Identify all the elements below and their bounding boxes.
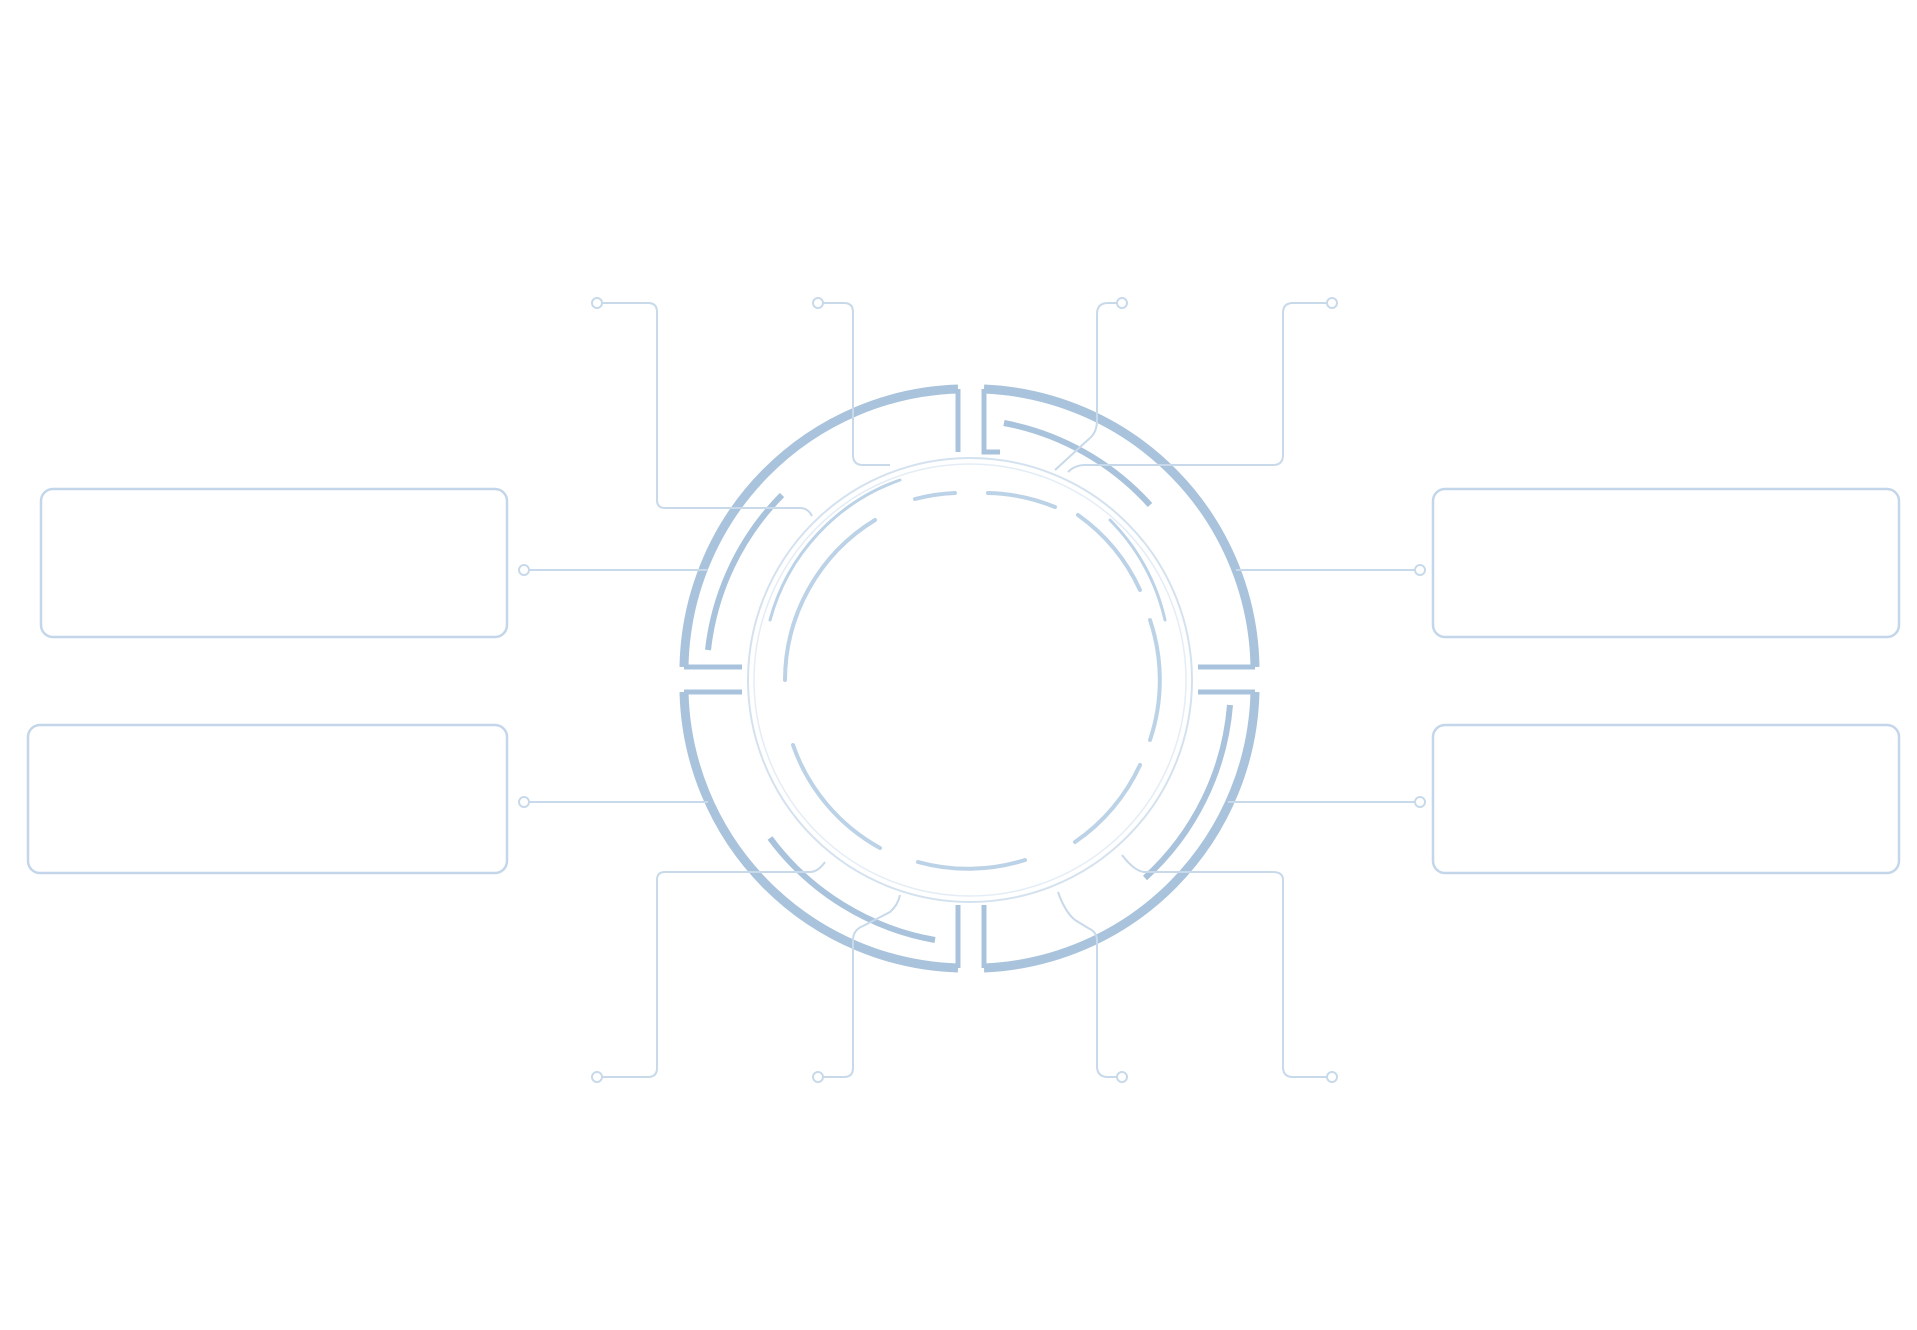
inner-arc-4 xyxy=(1148,618,1162,742)
top-connector-dots xyxy=(591,297,1338,309)
box-right-bottom-label xyxy=(1433,725,1899,873)
dot-right-top xyxy=(1414,564,1426,576)
inner-guide-circle-outer xyxy=(747,457,1193,903)
dot-bottom-3 xyxy=(1116,1071,1128,1083)
inner-arc-2 xyxy=(986,491,1057,509)
side-connectors xyxy=(524,569,1420,803)
connector-top-4 xyxy=(1067,302,1330,473)
connector-bottom-3 xyxy=(1057,891,1120,1078)
outer-ring-arc-top-left xyxy=(679,384,959,668)
dot-left-bottom xyxy=(518,796,530,808)
middle-arc-right xyxy=(1142,704,1233,881)
box-left-top-label xyxy=(41,489,507,637)
center-label xyxy=(790,520,1150,840)
seam-brackets xyxy=(684,389,1255,968)
boxes xyxy=(26,487,1901,875)
bottom-connector-dots xyxy=(591,1071,1338,1083)
outer-ring xyxy=(679,384,1260,973)
dot-bottom-4 xyxy=(1326,1071,1338,1083)
outer-ring-arc-top-right xyxy=(983,384,1260,668)
dot-right-bottom xyxy=(1414,796,1426,808)
top-connectors xyxy=(600,302,1330,517)
box-right-bottom xyxy=(1431,723,1901,875)
inner-arc-1 xyxy=(913,491,957,501)
inner-arc-6 xyxy=(916,858,1027,871)
dot-top-2 xyxy=(812,297,824,309)
middle-arc-upper-left xyxy=(705,492,785,651)
outer-ring-arc-bottom-left xyxy=(679,691,959,973)
dot-top-3 xyxy=(1116,297,1128,309)
inner-arc-7 xyxy=(791,743,882,850)
inner-guide-circle-inner xyxy=(753,463,1187,897)
middle-arc-top xyxy=(1003,420,1153,508)
seam-bracket-top-right xyxy=(981,389,1000,455)
box-right-top-label xyxy=(1433,489,1899,637)
dot-bottom-1 xyxy=(591,1071,603,1083)
inner-arc-9 xyxy=(768,478,902,622)
inner-arc-8 xyxy=(783,518,877,682)
box-left-top xyxy=(39,487,509,639)
bottom-connectors xyxy=(600,854,1330,1078)
connector-bottom-2 xyxy=(820,894,901,1078)
inner-arc-10 xyxy=(1108,518,1167,622)
outer-ring-arc-bottom-right xyxy=(983,691,1260,973)
dot-left-top xyxy=(518,564,530,576)
connector-bottom-4 xyxy=(1121,854,1330,1078)
connector-top-3 xyxy=(1054,302,1120,471)
connector-top-2 xyxy=(820,302,890,466)
middle-arc-bottom xyxy=(767,836,936,943)
inner-ring xyxy=(768,478,1167,871)
dot-top-1 xyxy=(591,297,603,309)
connector-bottom-1 xyxy=(600,861,826,1078)
inner-arc-5 xyxy=(1073,763,1142,844)
connector-top-1 xyxy=(600,302,813,517)
inner-arc-3 xyxy=(1076,513,1142,592)
inner-guide-circles xyxy=(747,457,1193,903)
dot-top-4 xyxy=(1326,297,1338,309)
box-right-top xyxy=(1431,487,1901,639)
dot-bottom-2 xyxy=(812,1071,824,1083)
middle-ring xyxy=(705,420,1233,943)
box-left-bottom xyxy=(26,723,509,875)
side-connector-dots xyxy=(518,564,1426,808)
box-left-bottom-label xyxy=(28,725,507,873)
